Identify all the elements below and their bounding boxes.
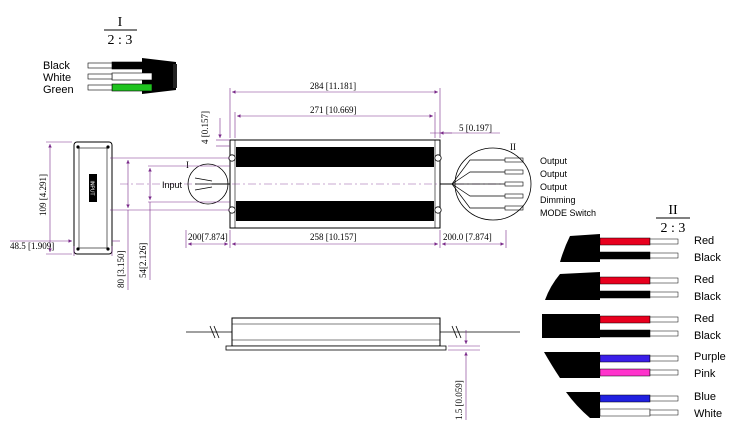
dim-total-length: 284 [11.181] [310, 81, 356, 91]
detail-i: I 2 : 3 Black White Green [43, 15, 177, 96]
dim-mount-offset: 4 [0.157] [200, 111, 210, 144]
heatsink-band-bottom [236, 201, 434, 221]
input-wire-black [87, 61, 153, 70]
detail-ii-scale: 2 : 3 [661, 221, 686, 236]
output-label-mode: MODE Switch [540, 208, 596, 218]
wire-label-black: Black [43, 60, 70, 72]
front-view: 1.5 [0.059] [186, 317, 520, 420]
cable-3-top-label: Red [694, 313, 714, 325]
dim-flange: 1.5 [0.059] [454, 380, 464, 420]
output-cable-1 [560, 234, 679, 262]
wire-label-white: White [43, 72, 71, 84]
dim-mount-span: 258 [10.157] [310, 232, 357, 242]
wire-label-green: Green [43, 84, 74, 96]
dim-mount-pitch-54: 54[2.126] [138, 243, 148, 278]
heatsink-band-top [236, 147, 434, 167]
main-view: I Input II Output Output Output Dimming … [110, 81, 596, 290]
output-cable-3 [542, 314, 679, 338]
detail-i-scale: 2 : 3 [108, 33, 133, 48]
end-view: INPUT 109 [4.291] 48.5 [1.909] [10, 141, 120, 256]
cable-3-bottom-label: Black [694, 330, 721, 342]
cable-1-top-label: Red [694, 235, 714, 247]
dim-body-length: 271 [10.669] [310, 105, 357, 115]
input-label: Input [162, 180, 183, 190]
output-label-1: Output [540, 156, 568, 166]
output-label-3: Output [540, 182, 568, 192]
detail-i-marker [187, 163, 229, 205]
cable-5-bottom-label: White [694, 408, 722, 420]
output-cable-4 [544, 352, 679, 378]
input-wire-green [87, 83, 153, 92]
dim-mount-pitch-80: 80 [3.150] [116, 251, 126, 289]
dim-height-outer: 109 [4.291] [38, 174, 48, 216]
dim-output-wire: 200.0 [7.874] [443, 232, 492, 242]
detail-ii-marker [454, 147, 532, 221]
detail-i-roman: I [118, 15, 123, 30]
cable-1-bottom-label: Black [694, 252, 721, 264]
cable-5-top-label: Blue [694, 391, 716, 403]
detail-ii-roman: II [668, 203, 678, 218]
cable-2-top-label: Red [694, 274, 714, 286]
cable-4-top-label: Purple [694, 351, 726, 363]
dim-edge-offset: 5 [0.197] [459, 123, 492, 133]
output-label-2: Output [540, 169, 568, 179]
cable-4-bottom-label: Pink [694, 368, 716, 380]
output-label-dimming: Dimming [540, 195, 576, 205]
detail-ii: II 2 : 3 [542, 203, 726, 420]
cable-2-bottom-label: Black [694, 291, 721, 303]
dim-width-side: 48.5 [1.909] [10, 241, 54, 251]
end-view-brand: INPUT [89, 181, 95, 196]
detail-ii-marker-label: II [510, 142, 516, 152]
dim-input-wire: 200[7.874] [188, 232, 228, 242]
output-cable-5 [566, 392, 679, 418]
detail-i-marker-label: I [186, 160, 189, 170]
output-cable-2 [545, 272, 679, 300]
input-wire-white [87, 72, 153, 81]
